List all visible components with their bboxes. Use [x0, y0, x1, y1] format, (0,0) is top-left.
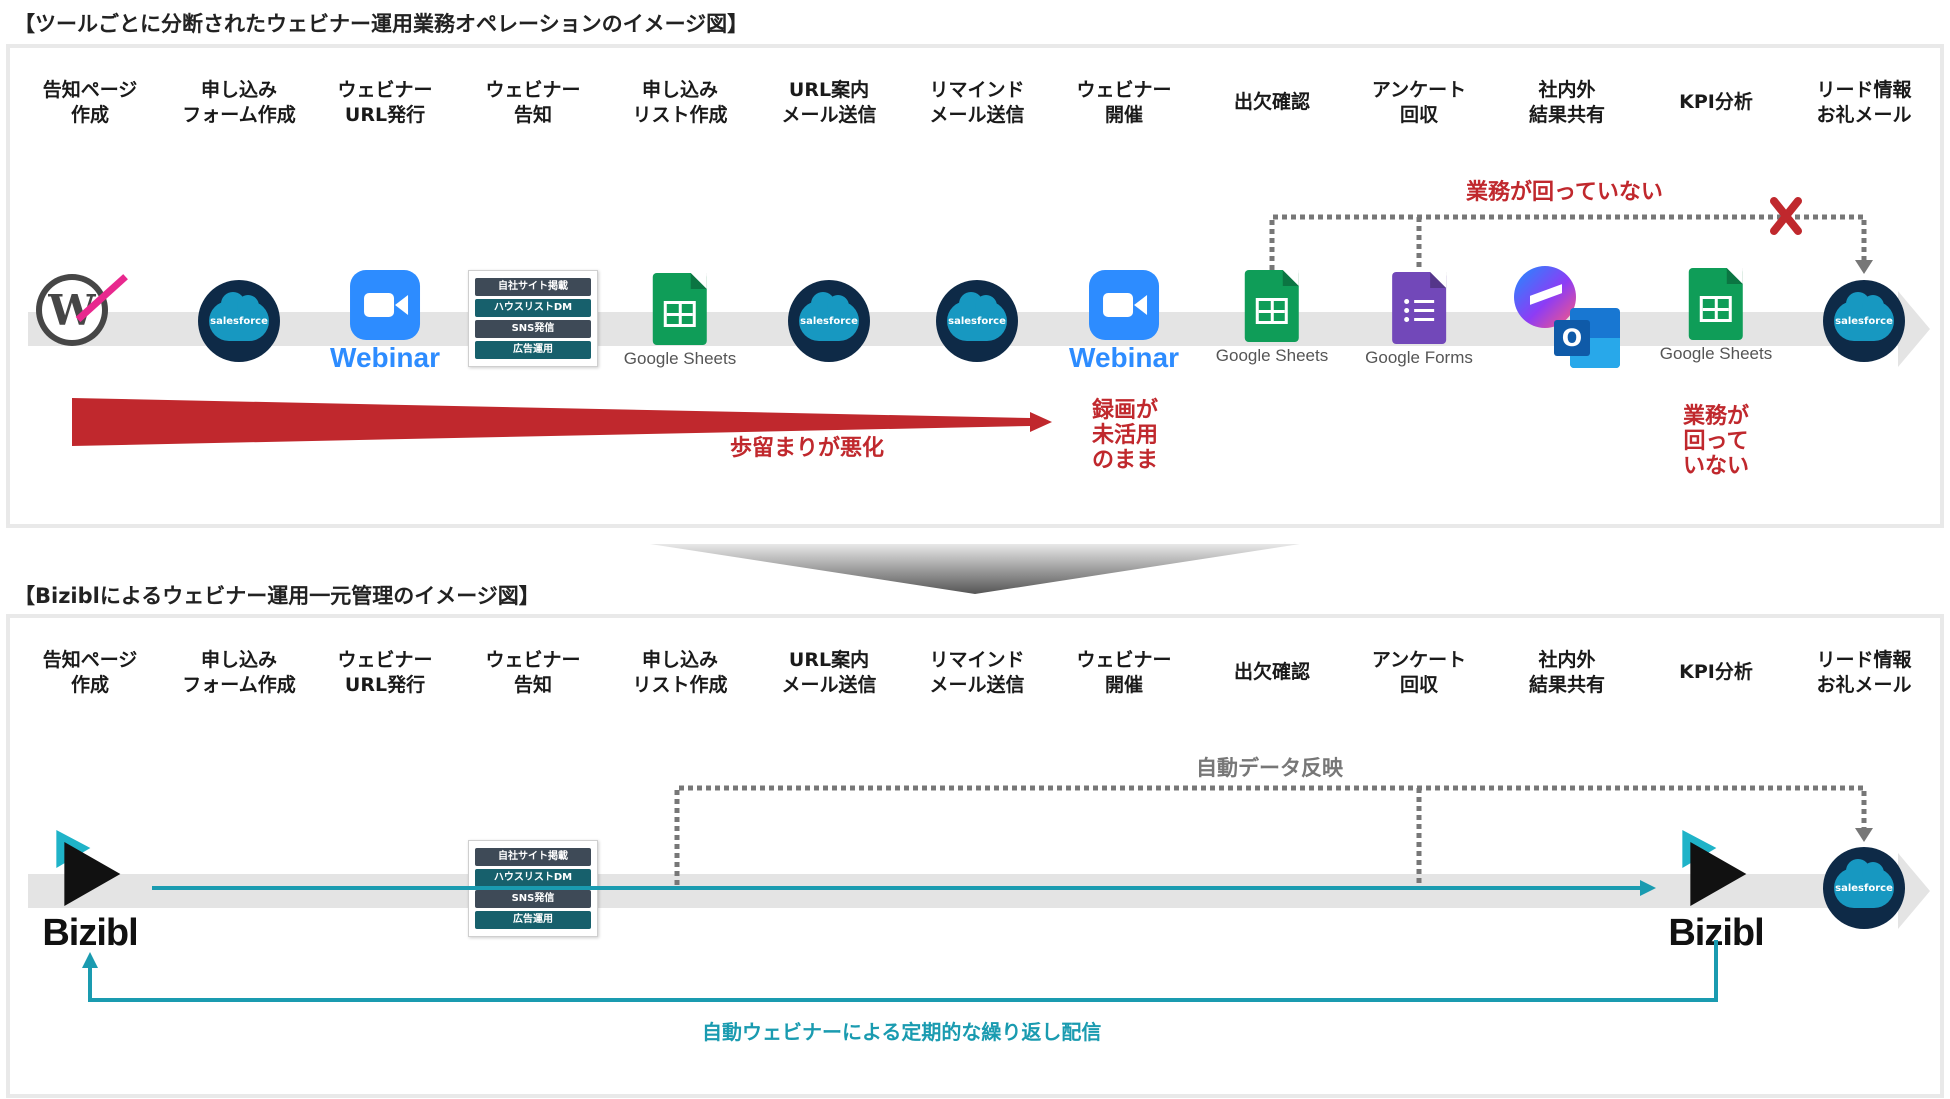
step-label: URL案内 メール送信 — [781, 79, 877, 126]
not-working-bottom-label: 業務が 回って いない — [1682, 404, 1749, 479]
step-label: KPI分析 — [1679, 91, 1753, 113]
step-label: 出欠確認 — [1233, 91, 1310, 113]
google-sheets-label: Google Sheets — [1215, 346, 1329, 365]
tag-site: 自社サイト掲載 — [475, 278, 591, 296]
google-sheets-icon: Google Sheets — [1660, 268, 1772, 364]
step-label: ウェビナー 開催 — [1076, 649, 1172, 696]
step-label: 出欠確認 — [1233, 661, 1310, 683]
dropoff-wedge — [72, 398, 1030, 446]
google-sheets-label: Google Sheets — [623, 349, 737, 368]
step-label: KPI分析 — [1679, 661, 1753, 683]
teal-loop-arrowhead — [82, 952, 98, 968]
step-label: ウェビナー URL発行 — [337, 79, 433, 126]
step-label: 申し込み リスト作成 — [632, 649, 728, 696]
salesforce-icon: salesforce — [1823, 847, 1905, 929]
step-label: 告知ページ 作成 — [42, 79, 138, 126]
step-label: 社内外 結果共有 — [1528, 79, 1605, 126]
tag-sns: SNS発信 — [475, 890, 591, 908]
auto-data-label: 自動データ反映 — [1196, 756, 1343, 780]
step-label: URL案内 メール送信 — [781, 649, 877, 696]
bottom-dotted-arrowhead — [1855, 828, 1873, 842]
step-label: 申し込み フォーム作成 — [182, 649, 296, 696]
bottom-panel — [6, 614, 1944, 1098]
google-forms-label: Google Forms — [1365, 348, 1473, 367]
tag-site: 自社サイト掲載 — [475, 848, 591, 866]
teal-main-arrowhead — [1640, 880, 1656, 896]
bizibl-icon — [1681, 830, 1746, 906]
google-sheets-icon: Google Sheets — [1216, 270, 1328, 366]
step-label: リマインド メール送信 — [929, 649, 1025, 696]
salesforce-icon: salesforce — [788, 280, 870, 362]
step-label: ウェビナー 開催 — [1076, 79, 1172, 126]
zoom-webinar-icon: Webinar — [330, 270, 440, 374]
step-label: リード情報 お礼メール — [1816, 79, 1912, 126]
top-dotted-connector — [1269, 214, 1867, 270]
salesforce-icon: salesforce — [1823, 280, 1905, 362]
tag-dm: ハウスリストDM — [475, 869, 591, 887]
step-label: アンケート 回収 — [1371, 649, 1467, 696]
bottom-section-title: 【Biziblによるウェビナー運用一元管理のイメージ図】 — [14, 584, 540, 608]
step-label: 社内外 結果共有 — [1528, 649, 1605, 696]
google-forms-icon: Google Forms — [1365, 272, 1473, 368]
google-sheets-icon: Google Sheets — [624, 273, 736, 369]
tag-sns: SNS発信 — [475, 320, 591, 338]
top-dotted-arrowhead — [1855, 260, 1873, 274]
salesforce-icon: salesforce — [198, 280, 280, 362]
recording-unused-label: 録画が 未活用 のまま — [1091, 398, 1158, 473]
outlook-icon: O — [1554, 308, 1620, 368]
bizibl-icon — [55, 830, 120, 906]
step-label: ウェビナー 告知 — [485, 649, 581, 696]
step-label: ウェビナー 告知 — [485, 79, 581, 126]
salesforce-icon: salesforce — [936, 280, 1018, 362]
google-sheets-label: Google Sheets — [1659, 344, 1773, 363]
not-working-top-label: 業務が回っていない — [1466, 180, 1663, 205]
teal-loop-arrow — [88, 940, 1718, 1002]
dropoff-label: 歩留まりが悪化 — [730, 436, 885, 461]
step-label: 申し込み リスト作成 — [632, 79, 728, 126]
bizibl-logo-left: Bizibl — [42, 828, 139, 955]
webinar-label: Webinar — [1069, 342, 1179, 373]
tag-ads: 広告運用 — [475, 341, 591, 359]
zoom-webinar-icon: Webinar — [1069, 270, 1179, 374]
step-label: アンケート 回収 — [1371, 79, 1467, 126]
bottom-flow-band — [28, 874, 1900, 908]
webinar-label: Webinar — [330, 342, 440, 373]
step-label: リマインド メール送信 — [929, 79, 1025, 126]
top-section-title: 【ツールごとに分断されたウェビナー運用業務オペレーションのイメージ図】 — [14, 12, 749, 36]
step-label: 告知ページ 作成 — [42, 649, 138, 696]
cross-mark-icon — [1770, 197, 1802, 235]
dropoff-arrowhead — [1030, 412, 1052, 432]
bizibl-label: Bizibl — [42, 912, 138, 954]
step-label: リード情報 お礼メール — [1816, 649, 1912, 696]
tag-dm: ハウスリストDM — [475, 299, 591, 317]
tag-ads: 広告運用 — [475, 911, 591, 929]
bottom-dotted-connector — [674, 785, 1867, 885]
step-label: ウェビナー URL発行 — [337, 649, 433, 696]
auto-webinar-label: 自動ウェビナーによる定期的な繰り返し配信 — [702, 1020, 1102, 1044]
promotion-tag-box: 自社サイト掲載 ハウスリストDM SNS発信 広告運用 — [468, 270, 598, 367]
step-label: 申し込み フォーム作成 — [182, 79, 296, 126]
wordpress-icon: W — [36, 274, 108, 346]
